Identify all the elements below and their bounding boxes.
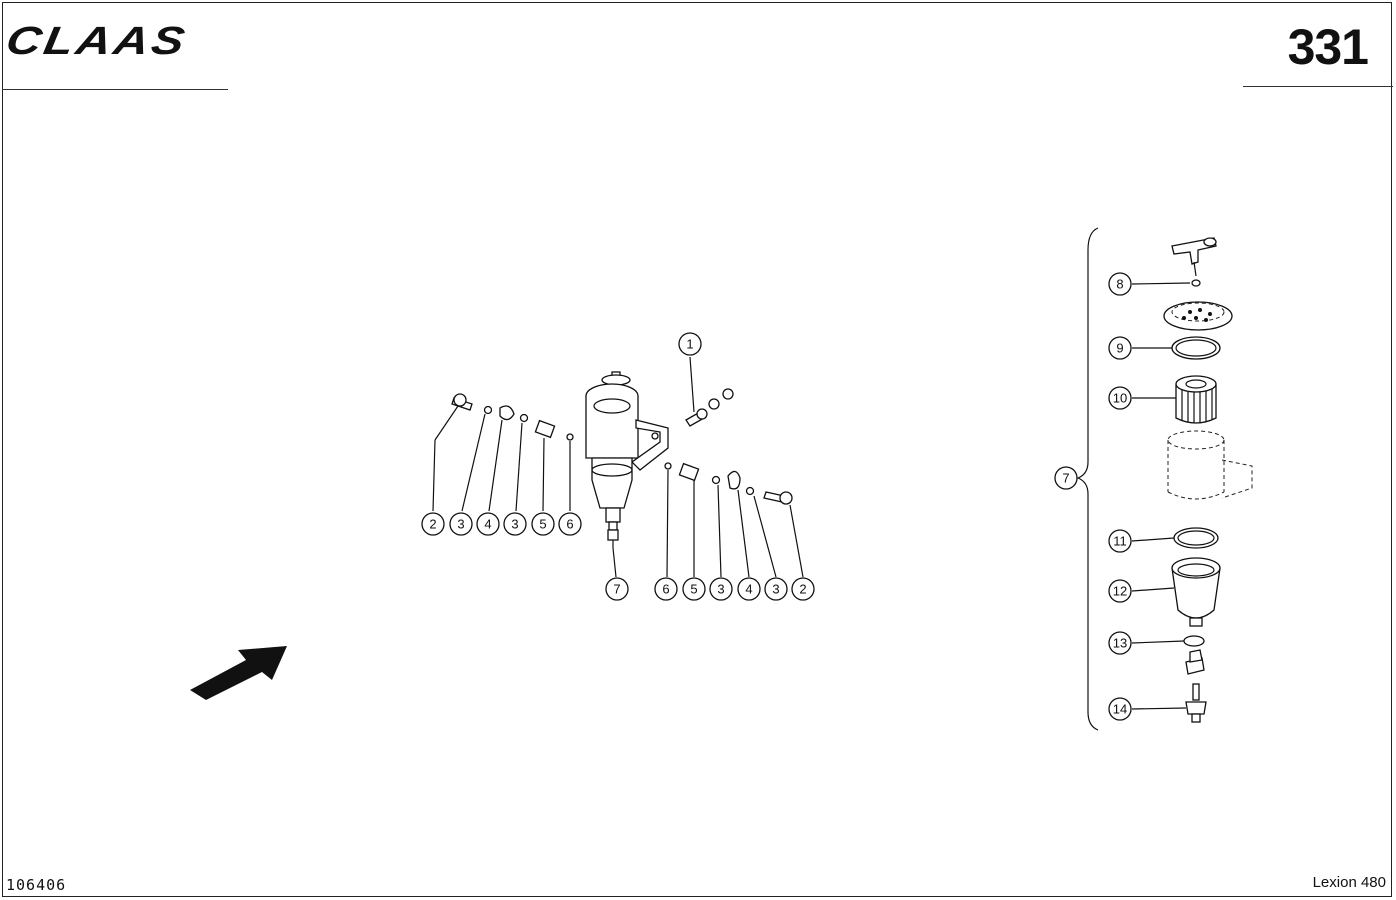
svg-text:4: 4: [484, 517, 491, 532]
svg-text:9: 9: [1116, 341, 1123, 356]
callout-6-right: 6: [654, 577, 678, 601]
callout-6-left: 6: [558, 512, 582, 536]
callout-3-right-b: 3: [764, 577, 788, 601]
svg-text:3: 3: [717, 582, 724, 597]
callout-8: 8: [1108, 272, 1132, 296]
svg-text:5: 5: [690, 582, 697, 597]
arrow-up-right-icon: [190, 646, 287, 700]
svg-text:5: 5: [539, 517, 546, 532]
document-id: 106406: [6, 876, 67, 894]
svg-text:13: 13: [1113, 636, 1127, 651]
callout-13: 13: [1108, 631, 1132, 655]
svg-text:6: 6: [662, 582, 669, 597]
callout-7-main: 7: [605, 577, 629, 601]
left-fittings: [432, 393, 574, 512]
svg-text:14: 14: [1113, 702, 1127, 717]
svg-text:7: 7: [613, 582, 620, 597]
callout-5-right: 5: [682, 577, 706, 601]
svg-text:8: 8: [1116, 277, 1123, 292]
callout-4-right: 4: [737, 577, 761, 601]
callout-3-left-b: 3: [503, 512, 527, 536]
callout-12: 12: [1108, 579, 1132, 603]
svg-text:3: 3: [772, 582, 779, 597]
callout-1: 1: [678, 332, 702, 356]
svg-text:2: 2: [429, 517, 436, 532]
svg-text:2: 2: [799, 582, 806, 597]
callout-2-left: 2: [421, 512, 445, 536]
callout-14: 14: [1108, 697, 1132, 721]
bracket-screw-part: [685, 356, 734, 427]
callout-10: 10: [1108, 386, 1132, 410]
svg-text:11: 11: [1113, 534, 1127, 549]
svg-text:3: 3: [457, 517, 464, 532]
detail-parts: [1131, 237, 1253, 723]
callout-2-right: 2: [791, 577, 815, 601]
svg-text:4: 4: [745, 582, 752, 597]
callout-11: 11: [1108, 529, 1132, 553]
machine-model: Lexion 480: [1312, 874, 1386, 891]
fuel-filter-assembly: [432, 356, 804, 578]
svg-text:6: 6: [566, 517, 573, 532]
page-number: 331: [1287, 19, 1369, 75]
header-rule-right: [1243, 86, 1393, 87]
callout-3-left-a: 3: [449, 512, 473, 536]
svg-text:10: 10: [1113, 391, 1127, 406]
svg-text:7: 7: [1062, 471, 1069, 486]
header-rule-left: [2, 89, 228, 90]
callout-4-left: 4: [476, 512, 500, 536]
callout-9: 9: [1108, 336, 1132, 360]
callout-5-left: 5: [531, 512, 555, 536]
callout-7-detail: 7: [1054, 466, 1078, 490]
detail-brace: [1076, 227, 1099, 731]
right-fittings: [664, 462, 804, 578]
svg-text:1: 1: [686, 337, 693, 352]
svg-text:12: 12: [1113, 584, 1127, 599]
callout-3-right-a: 3: [709, 577, 733, 601]
svg-text:3: 3: [511, 517, 518, 532]
